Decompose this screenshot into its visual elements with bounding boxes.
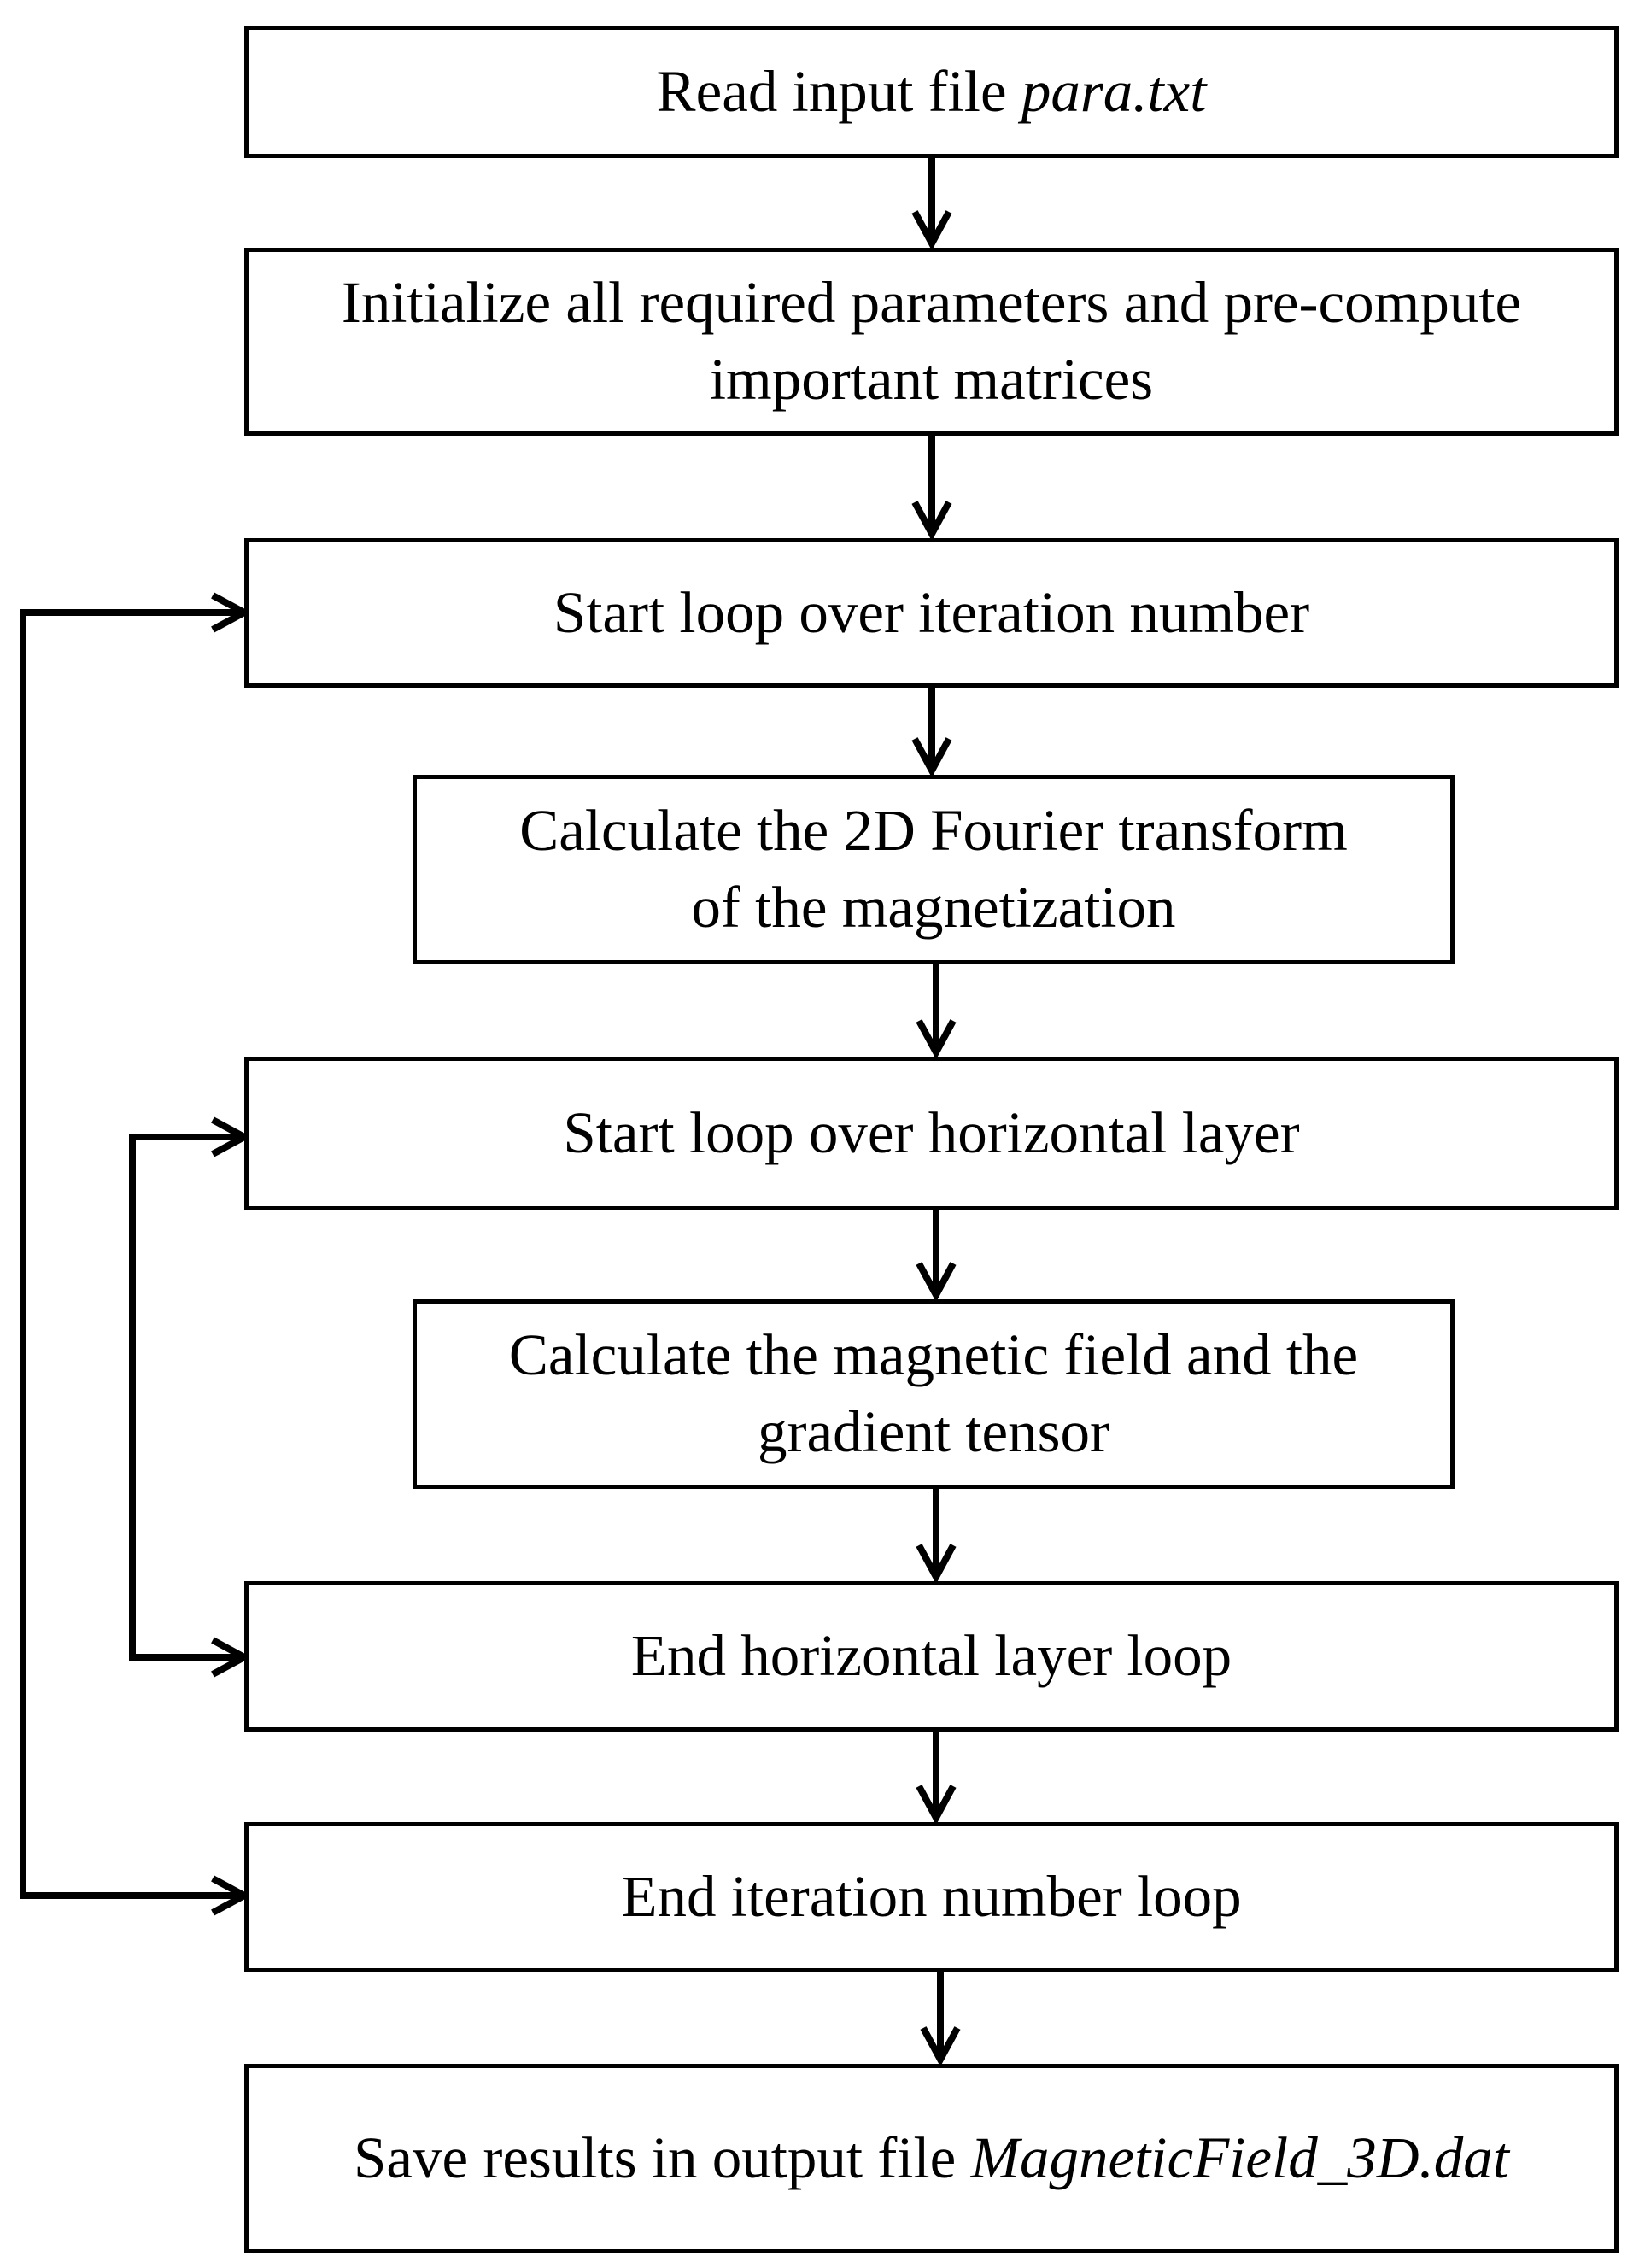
magnetic-field-step: Calculate the magnetic field and the gra… xyxy=(413,1299,1455,1489)
start-iteration-loop-step: Start loop over iteration number xyxy=(244,538,1619,688)
arrow-iter-start-to-fourier xyxy=(911,686,952,778)
end-layer-loop-label: End horizontal layer loop xyxy=(630,1623,1232,1689)
fourier-transform-step: Calculate the 2D Fourier transform of th… xyxy=(413,775,1455,964)
arrow-layer-start-to-field xyxy=(916,1208,957,1303)
arrow-init-to-iter-start xyxy=(911,433,952,542)
start-iteration-loop-label: Start loop over iteration number xyxy=(553,579,1310,645)
fourier-transform-label-line2: of the magnetization xyxy=(691,875,1176,940)
fourier-transform-label-line1: Calculate the 2D Fourier transform xyxy=(519,798,1348,864)
output-filename: MagneticField_3D.dat xyxy=(970,2125,1509,2191)
initialize-label-line1: Initialize all required parameters and p… xyxy=(341,270,1522,336)
end-iteration-loop-label: End iteration number loop xyxy=(621,1864,1242,1930)
save-results-step: Save results in output file MagneticFiel… xyxy=(244,2064,1619,2253)
layer-loop-bracket xyxy=(129,1116,252,1678)
end-layer-loop-step: End horizontal layer loop xyxy=(244,1581,1619,1732)
arrow-field-to-layer-end xyxy=(916,1486,957,1585)
magnetic-field-label-line1: Calculate the magnetic field and the xyxy=(508,1322,1359,1388)
arrow-layer-end-to-iter-end xyxy=(916,1729,957,1826)
arrow-read-to-init xyxy=(911,157,952,251)
initialize-step: Initialize all required parameters and p… xyxy=(244,248,1619,436)
start-layer-loop-label: Start loop over horizontal layer xyxy=(563,1100,1300,1166)
input-filename: para.txt xyxy=(1021,58,1207,124)
read-input-label: Read input file para.txt xyxy=(656,58,1207,124)
magnetic-field-label-line2: gradient tensor xyxy=(758,1399,1109,1464)
arrow-iter-end-to-save xyxy=(920,1970,961,2067)
read-input-step: Read input file para.txt xyxy=(244,26,1619,158)
end-iteration-loop-step: End iteration number loop xyxy=(244,1822,1619,1972)
arrow-fourier-to-layer-start xyxy=(916,962,957,1060)
initialize-label-line2: important matrices xyxy=(709,347,1154,412)
start-layer-loop-step: Start loop over horizontal layer xyxy=(244,1057,1619,1210)
save-results-label: Save results in output file MagneticFiel… xyxy=(354,2125,1509,2191)
